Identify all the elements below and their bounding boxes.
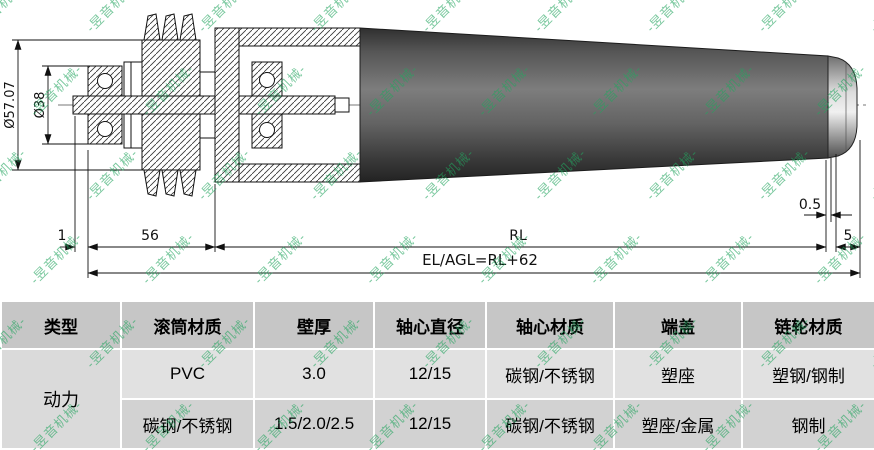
dim-label-1: 1 (58, 228, 67, 244)
washer-top (123, 61, 143, 97)
bearing-ball (259, 72, 275, 88)
cell-sprocket-material: 塑钢/钢制 (741, 348, 874, 400)
cell-wall-thickness: 1.5/2.0/2.5 (253, 398, 375, 450)
dim-label-56: 56 (141, 228, 159, 244)
cell-roller-material: PVC (120, 348, 255, 400)
cell-end-cap: 塑座/金属 (613, 398, 743, 450)
technical-drawing: Ø57.07 Ø38 1 56 RL 0.5 5 EL/AGL=RL+62 (3, 13, 868, 278)
col-header-shaft-material: 轴心材质 (485, 300, 615, 350)
cell-sprocket-material: 钢制 (741, 398, 874, 450)
dim-label-rl: RL (509, 228, 527, 244)
shaft (72, 95, 336, 115)
table-row: 碳钢/不锈钢 1.5/2.0/2.5 12/15 碳钢/不锈钢 塑座/金属 钢制 (1, 398, 874, 450)
sprocket-tooth (179, 169, 197, 197)
sprocket-hub-bottom (141, 113, 201, 171)
dim-label-total-length: EL/AGL=RL+62 (422, 251, 538, 269)
dimension-labels: Ø57.07 Ø38 1 56 RL 0.5 5 EL/AGL=RL+62 (3, 81, 852, 269)
dim-label-05: 0.5 (799, 197, 821, 213)
bearing-ball (97, 121, 113, 137)
drum-end-cap (827, 55, 858, 159)
drum-body (359, 27, 829, 183)
cell-shaft-material: 碳钢/不锈钢 (485, 348, 615, 400)
sprocket-tooth (143, 13, 161, 41)
shaft-assembly (72, 13, 361, 197)
table-row: 动力 PVC 3.0 12/15 碳钢/不锈钢 塑座 塑钢/钢制 (0, 348, 874, 450)
cell-type: 动力 (0, 348, 122, 450)
dim-label-5: 5 (844, 228, 853, 244)
spec-table-header-row: 类型 滚筒材质 壁厚 轴心直径 轴心材质 端盖 链轮材质 (0, 300, 874, 350)
cell-wall-thickness: 3.0 (253, 348, 375, 400)
bearing-ball (97, 73, 113, 89)
washer-bottom (123, 113, 143, 149)
cell-shaft-material: 碳钢/不锈钢 (485, 398, 615, 450)
bearing-ball (259, 122, 275, 138)
cell-end-cap: 塑座 (613, 348, 743, 400)
roller-drawing-svg: Ø57.07 Ø38 1 56 RL 0.5 5 EL/AGL=RL+62 (3, 13, 868, 278)
cell-roller-material: 碳钢/不锈钢 (120, 398, 255, 450)
col-header-roller-material: 滚筒材质 (120, 300, 255, 350)
sprocket-tooth (143, 169, 161, 197)
dim-label-diameter-outer: Ø57.07 (3, 81, 18, 128)
sprocket-tooth (179, 13, 197, 41)
col-header-wall-thickness: 壁厚 (253, 300, 375, 350)
spacer-bottom (199, 113, 216, 139)
col-header-type: 类型 (0, 300, 122, 350)
cell-shaft-diameter: 12/15 (373, 398, 487, 450)
col-header-end-cap: 端盖 (613, 300, 743, 350)
cell-shaft-diameter: 12/15 (373, 348, 487, 400)
tube-flange (214, 27, 240, 183)
dim-label-diameter-inner: Ø38 (33, 92, 48, 119)
tube-wall-bottom (238, 163, 361, 183)
sprocket-hub-top (141, 39, 201, 97)
shaft-end-cap (334, 97, 350, 113)
sprocket-tooth (161, 13, 179, 41)
sprocket-tooth (161, 169, 179, 197)
tube-wall-top (238, 27, 361, 47)
col-header-shaft-diameter: 轴心直径 (373, 300, 487, 350)
spec-table: 类型 滚筒材质 壁厚 轴心直径 轴心材质 端盖 链轮材质 动力 PVC 3.0 … (0, 300, 874, 450)
spacer-top (199, 71, 216, 97)
col-header-sprocket-material: 链轮材质 (741, 300, 874, 350)
dimension-lines (12, 39, 861, 278)
